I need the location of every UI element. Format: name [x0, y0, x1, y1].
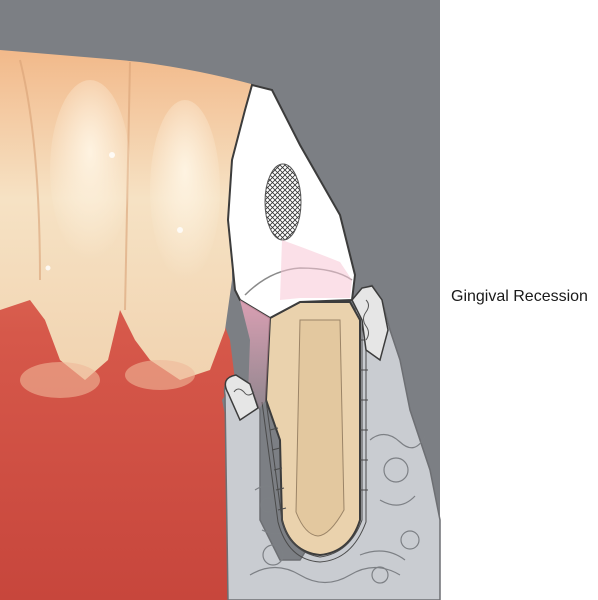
contact-area-mesh — [264, 163, 302, 241]
lower-teeth-photo — [0, 50, 255, 398]
gingival-fibers-right — [363, 299, 369, 341]
pulp-canal — [295, 319, 345, 537]
exposed-root-surface — [240, 300, 270, 410]
gingival-margin-right — [351, 285, 389, 362]
gingival-margin-left — [224, 374, 259, 422]
gingival-recession-label: Gingival Recession — [451, 288, 588, 305]
gum-tissue — [0, 70, 245, 600]
gingival-fibers-left — [233, 388, 255, 396]
recession-band-crown — [280, 240, 352, 300]
